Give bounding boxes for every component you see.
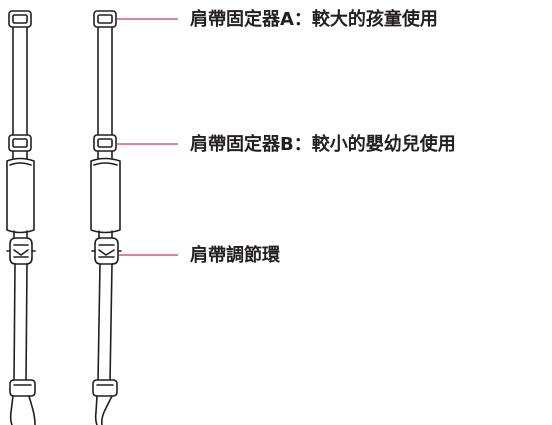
left-shoulder-pad xyxy=(6,157,35,234)
label-shoulder-strap-adjuster: 肩帶調節環 xyxy=(190,245,280,266)
right-retainer-top xyxy=(93,10,117,28)
left-retainer-top xyxy=(8,10,32,28)
label-shoulder-strap-retainer-a: 肩帶固定器A：較大的孩童使用 xyxy=(190,9,438,30)
left-adjuster xyxy=(6,237,36,265)
right-shoulder-pad xyxy=(90,157,121,234)
right-retainer-mid xyxy=(93,134,117,152)
right-strap xyxy=(90,10,122,425)
label-shoulder-strap-retainer-b: 肩帶固定器B：較小的嬰幼兒使用 xyxy=(190,134,456,155)
left-retainer-mid xyxy=(8,134,32,152)
right-strap-top-band xyxy=(97,26,113,136)
left-bottom-clip xyxy=(9,379,36,397)
left-strap-top-band xyxy=(12,26,28,136)
left-strap xyxy=(6,10,36,425)
right-bottom-clip xyxy=(92,379,118,397)
right-adjuster xyxy=(91,237,122,265)
leader-lines xyxy=(117,18,178,256)
